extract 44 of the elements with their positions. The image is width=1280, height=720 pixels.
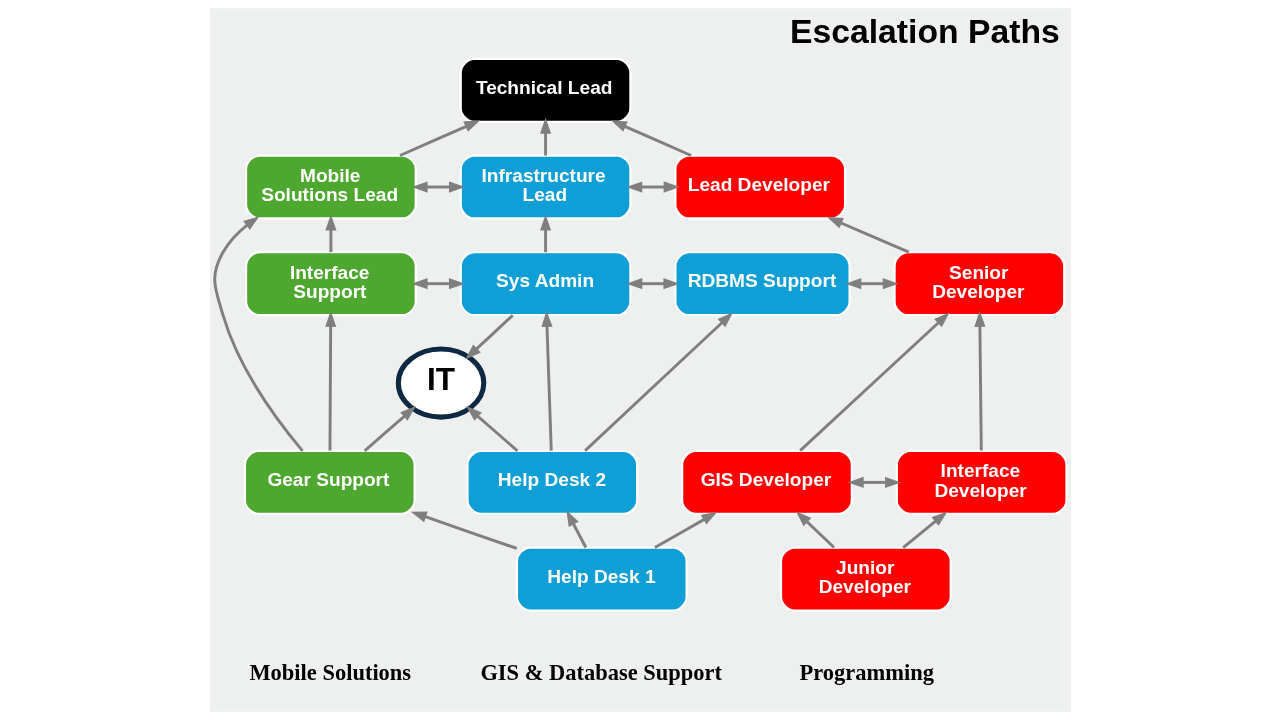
- node-box: Mobile Solutions Lead: [244, 154, 417, 220]
- arrow: [410, 511, 517, 550]
- arrow: [847, 476, 901, 488]
- arrow: [583, 312, 733, 452]
- arrow: [398, 120, 480, 157]
- node-box: Lead Developer: [673, 154, 846, 220]
- node-box: Junior Developer: [779, 546, 952, 612]
- arrow: [565, 510, 587, 549]
- node-box: Interface Developer: [895, 449, 1068, 515]
- arrow: [464, 314, 514, 360]
- arrow: [826, 216, 909, 254]
- arrow: [465, 406, 518, 452]
- label: GIS & Database Support: [479, 660, 722, 686]
- arrow: [539, 117, 551, 156]
- arrow: [212, 216, 304, 452]
- arrow: [798, 312, 950, 452]
- arrow: [539, 214, 551, 253]
- arrow: [540, 310, 553, 451]
- arrow: [610, 120, 692, 157]
- arrow: [973, 310, 985, 451]
- arrow: [625, 278, 679, 290]
- arrow: [363, 406, 416, 452]
- node-box: Help Desk 2: [465, 449, 638, 515]
- arrow: [795, 511, 835, 549]
- arrow: [411, 278, 465, 290]
- node-box: Sys Admin: [459, 251, 632, 317]
- node-box: Technical Lead: [459, 57, 632, 123]
- arrow: [324, 310, 336, 451]
- arrow: [324, 214, 336, 253]
- arrow: [653, 511, 717, 549]
- diagram-title: Escalation Paths: [789, 12, 1060, 51]
- label: Mobile Solutions: [248, 660, 411, 686]
- label: Programming: [799, 660, 934, 686]
- node-box: GIS Developer: [680, 449, 853, 515]
- arrow: [625, 181, 680, 193]
- node-box: Interface Support: [244, 251, 417, 317]
- arrow: [901, 511, 947, 549]
- node-box: Infrastructure Lead: [459, 154, 632, 220]
- node-box: Senior Developer: [892, 251, 1065, 317]
- node-box: Gear Support: [243, 449, 416, 515]
- arrow: [844, 278, 899, 290]
- arrow: [411, 181, 465, 193]
- node-box: Help Desk 1: [515, 546, 688, 612]
- node-box: RDBMS Support: [673, 251, 851, 317]
